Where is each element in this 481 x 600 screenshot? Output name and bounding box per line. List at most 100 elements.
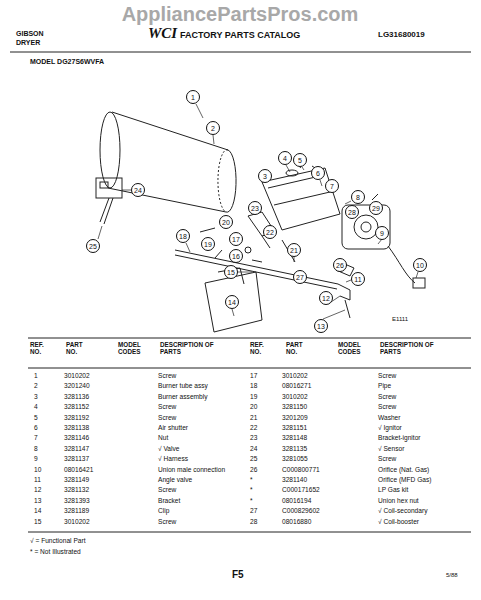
callout-number: 18 bbox=[179, 233, 187, 240]
part-description: Screw bbox=[378, 373, 396, 380]
ref-number: 14 bbox=[34, 508, 41, 515]
part-number: 3281189 bbox=[64, 508, 89, 515]
brand-name: GIBSON bbox=[16, 30, 44, 37]
part-description: Nut bbox=[158, 435, 168, 442]
part-description: Screw bbox=[378, 456, 396, 463]
product-type: DRYER bbox=[16, 39, 40, 46]
part-number: 3281150 bbox=[282, 404, 307, 411]
ref-number: 18 bbox=[250, 383, 257, 390]
part-description: Screw bbox=[158, 404, 176, 411]
ref-number: 11 bbox=[34, 477, 41, 484]
part-description: Union male connection bbox=[158, 467, 225, 474]
callout-number: 25 bbox=[89, 243, 97, 250]
part-number: 3010202 bbox=[282, 373, 308, 380]
table-header: DESCRIPTION OF PARTS bbox=[380, 342, 450, 355]
callout-circle: 25 bbox=[86, 239, 100, 253]
callout-circle: 23 bbox=[248, 201, 262, 215]
callout-number: 4 bbox=[283, 155, 287, 162]
figure-id: E1111 bbox=[392, 316, 408, 322]
part-number: 3281135 bbox=[282, 446, 307, 453]
ref-number: 19 bbox=[250, 394, 257, 401]
header-rule bbox=[10, 52, 471, 53]
part-number: 3281138 bbox=[64, 425, 89, 432]
part-description: Screw bbox=[158, 519, 176, 526]
burner-assembly bbox=[262, 160, 340, 230]
part-number: 3281149 bbox=[64, 477, 89, 484]
callout-number: 26 bbox=[336, 262, 344, 269]
screw bbox=[200, 228, 262, 262]
part-description: Clip bbox=[158, 508, 169, 515]
ref-number: 1 bbox=[34, 373, 38, 380]
wire-harness bbox=[388, 246, 425, 288]
ref-number: 24 bbox=[250, 446, 257, 453]
callout-number: 1 bbox=[191, 94, 195, 101]
callout-circle: 18 bbox=[176, 229, 190, 243]
ref-number: 5 bbox=[34, 415, 38, 422]
callout-circle: 12 bbox=[319, 291, 333, 305]
part-description: Orifice (MFD Gas) bbox=[378, 477, 431, 484]
table-rule bbox=[28, 338, 471, 339]
part-number: 3281136 bbox=[64, 394, 89, 401]
table-header: PART NO. bbox=[66, 342, 94, 355]
table-rule bbox=[28, 532, 471, 533]
ref-number: 2 bbox=[34, 383, 38, 390]
ref-number: * bbox=[250, 487, 253, 494]
ref-number: 25 bbox=[250, 456, 257, 463]
part-description: Screw bbox=[158, 415, 176, 422]
part-description: Pipe bbox=[378, 383, 391, 390]
gas-valve bbox=[342, 193, 390, 249]
part-number: 3010202 bbox=[282, 394, 308, 401]
ref-number: 26 bbox=[250, 467, 257, 474]
part-description: Burner tube assy bbox=[158, 383, 208, 390]
part-description: Burner assembly bbox=[158, 394, 207, 401]
ref-number: 4 bbox=[34, 404, 38, 411]
callout-number: 13 bbox=[317, 323, 325, 330]
callout-circle: 1 bbox=[186, 90, 200, 104]
part-description: √ Coil-secondary bbox=[378, 508, 427, 515]
callout-number: 28 bbox=[348, 209, 356, 216]
callout-number: 15 bbox=[227, 269, 235, 276]
part-number: 3281393 bbox=[64, 498, 90, 505]
part-number: 08016880 bbox=[282, 519, 311, 526]
callout-circle: 14 bbox=[225, 295, 239, 309]
callout-circle: 3 bbox=[258, 169, 272, 183]
callout-circle: 2 bbox=[206, 121, 220, 135]
part-description: Bracket-ignitor bbox=[378, 435, 421, 442]
manifold-pipe bbox=[175, 250, 354, 318]
table-header: REF. NO. bbox=[250, 342, 272, 355]
ref-number: 10 bbox=[34, 467, 41, 474]
ref-number: 21 bbox=[250, 415, 257, 422]
sensor bbox=[96, 178, 122, 224]
part-description: Orifice (Nat. Gas) bbox=[378, 467, 429, 474]
callout-circle: 20 bbox=[219, 215, 233, 229]
callout-number: 20 bbox=[222, 219, 230, 226]
part-description: Screw bbox=[158, 373, 176, 380]
part-number: C000829602 bbox=[282, 508, 320, 515]
callout-circle: 5 bbox=[293, 153, 307, 167]
callout-number: 8 bbox=[356, 194, 360, 201]
part-number: 3281152 bbox=[64, 404, 89, 411]
callout-circle: 10 bbox=[413, 258, 427, 272]
part-number: 3281151 bbox=[282, 425, 307, 432]
table-header: PART NO. bbox=[286, 342, 314, 355]
callout-circle: 17 bbox=[229, 232, 243, 246]
ref-number: 20 bbox=[250, 404, 257, 411]
note: * = Not Illustrated bbox=[30, 549, 81, 556]
part-description: Screw bbox=[378, 394, 396, 401]
part-description: LP Gas kit bbox=[378, 487, 408, 494]
callout-circle: 11 bbox=[351, 272, 365, 286]
callout-circle: 27 bbox=[293, 270, 307, 284]
part-description: Washer bbox=[378, 415, 400, 422]
callout-circle: 19 bbox=[201, 237, 215, 251]
part-number: 3281132 bbox=[64, 487, 89, 494]
part-number: 3201240 bbox=[64, 383, 90, 390]
callout-circle: 15 bbox=[224, 265, 238, 279]
ref-number: 22 bbox=[250, 425, 257, 432]
model-number: MODEL DG27S6WVFA bbox=[30, 58, 104, 65]
callout-circle: 28 bbox=[345, 205, 359, 219]
part-number: C000171652 bbox=[282, 487, 320, 494]
callout-number: 12 bbox=[322, 295, 330, 302]
ref-number: 13 bbox=[34, 498, 41, 505]
table-header: MODEL CODES bbox=[118, 342, 148, 355]
watermark: AppliancePartsPros.com bbox=[122, 4, 359, 25]
